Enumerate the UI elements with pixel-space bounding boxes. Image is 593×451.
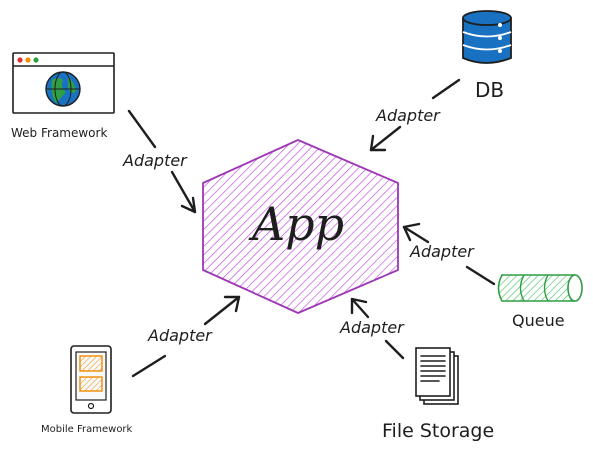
mobile-phone-icon [70, 345, 112, 414]
edge-label-db: Adapter [375, 106, 441, 125]
mobile-framework-node: Mobile Framework [41, 345, 133, 435]
edge-storage-app: Adapter [339, 297, 405, 360]
edge-label-storage: Adapter [339, 318, 405, 337]
mobile-framework-label: Mobile Framework [41, 424, 133, 435]
web-framework-label: Web Framework [11, 126, 107, 140]
queue-label: Queue [512, 311, 565, 330]
app-hexagon: App [202, 139, 399, 314]
edge-label-mobile: Adapter [147, 326, 213, 345]
edge-web-app: Adapter [122, 109, 197, 214]
browser-globe-icon [12, 52, 115, 114]
file-storage-label: File Storage [382, 420, 494, 442]
queue-cylinder-icon [497, 274, 583, 302]
database-label: DB [475, 78, 504, 102]
edge-mobile-app: Adapter [131, 295, 241, 378]
queue-node: Queue [497, 274, 583, 330]
file-stack-icon [415, 347, 459, 405]
edge-queue-app: Adapter [402, 222, 496, 286]
edge-db-app: Adapter [369, 78, 461, 152]
database-node: DB [462, 10, 512, 102]
edge-label-queue: Adapter [409, 242, 475, 261]
file-storage-node: File Storage [382, 347, 494, 442]
app-title: App [248, 197, 344, 251]
edge-label-web: Adapter [122, 151, 188, 170]
web-framework-node: Web Framework [11, 52, 115, 140]
database-icon [462, 10, 512, 64]
